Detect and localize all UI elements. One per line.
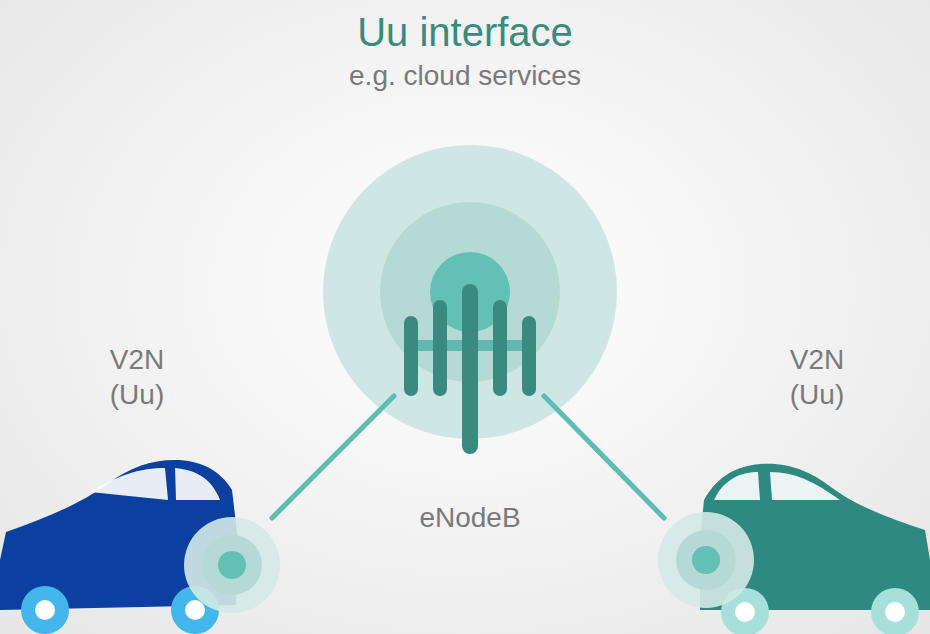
station-label: eNodeB: [413, 500, 526, 536]
link-label: V2N (Uu): [97, 342, 177, 412]
radio-link: [272, 396, 394, 518]
subtitle: e.g. cloud services: [349, 60, 581, 92]
car-teal: [658, 464, 930, 634]
radio-link: [544, 396, 664, 518]
link-label: V2N (Uu): [777, 342, 857, 412]
title: Uu interface: [357, 10, 573, 55]
node-text: eNodeB: [419, 502, 520, 534]
car-blue: [0, 460, 280, 634]
tower-icon: [404, 284, 536, 454]
